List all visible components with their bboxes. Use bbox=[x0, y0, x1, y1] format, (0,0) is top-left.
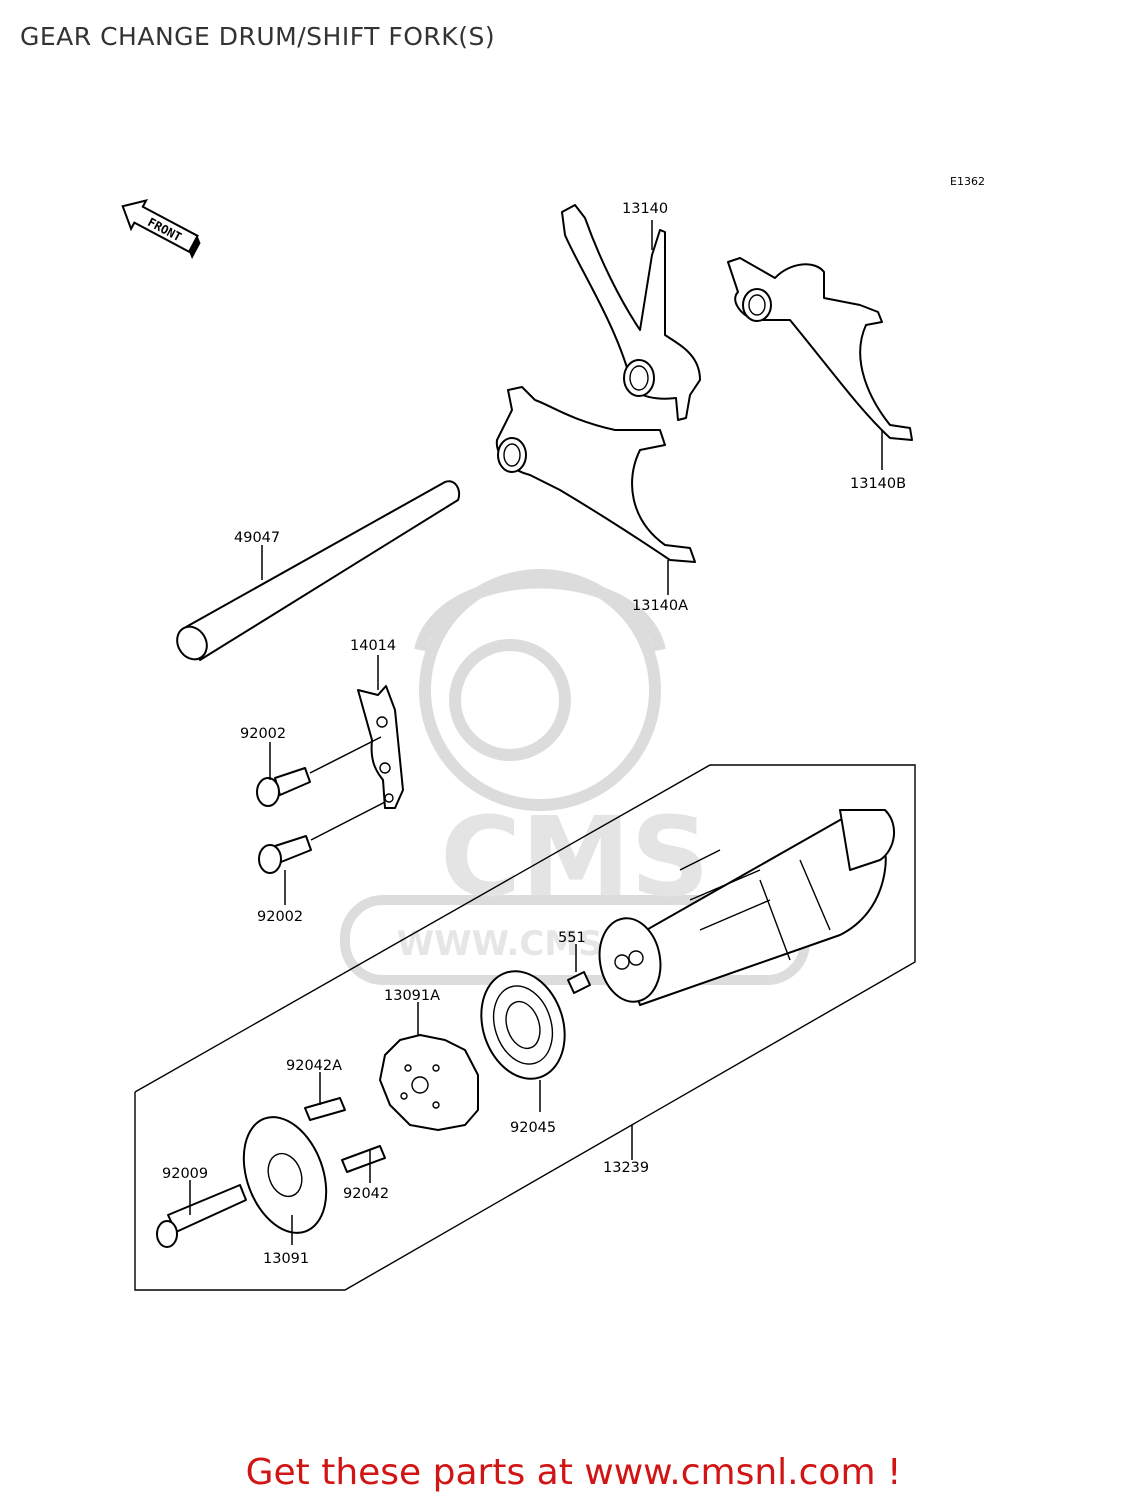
footer-promo-link[interactable]: Get these parts at www.cmsnl.com ! bbox=[245, 1452, 902, 1493]
gear-change-drum bbox=[598, 809, 896, 1006]
label-13239: 13239 bbox=[603, 1160, 649, 1176]
pin-92042 bbox=[341, 1145, 386, 1173]
label-13140b: 13140B bbox=[850, 476, 906, 492]
screw-92009 bbox=[156, 1184, 247, 1248]
bolt-92002-top bbox=[256, 736, 382, 807]
label-13091a: 13091A bbox=[384, 988, 440, 1004]
shift-rod-49047 bbox=[176, 480, 461, 661]
diagram-code: E1362 bbox=[950, 175, 985, 188]
exploded-parts-diagram: CMS WWW.CMSNL.COM E1362 FRONT bbox=[121, 175, 985, 1291]
label-92002-top: 92002 bbox=[240, 726, 286, 742]
page-title: GEAR CHANGE DRUM/SHIFT FORK(S) bbox=[20, 22, 496, 51]
pin-551 bbox=[567, 971, 591, 994]
label-49047: 49047 bbox=[234, 530, 280, 546]
shift-fork-13140 bbox=[561, 204, 701, 421]
label-92042: 92042 bbox=[343, 1186, 389, 1202]
label-13091: 13091 bbox=[263, 1251, 309, 1267]
bearing-92045 bbox=[480, 970, 566, 1080]
label-92009: 92009 bbox=[162, 1166, 208, 1182]
label-92042a: 92042A bbox=[286, 1058, 342, 1074]
part-labels: 13140 13140B 13140A 49047 14014 92002 92… bbox=[162, 201, 906, 1267]
stopper-plate-14014 bbox=[357, 685, 404, 809]
shift-fork-13140a bbox=[495, 386, 696, 563]
cam-13091a bbox=[379, 1034, 479, 1131]
label-13140: 13140 bbox=[622, 201, 668, 217]
leader-lines bbox=[189, 220, 883, 1245]
plate-13091 bbox=[242, 1116, 328, 1234]
pin-92042a bbox=[304, 1097, 346, 1121]
shift-fork-13140b bbox=[727, 257, 913, 441]
bolt-92002-bottom bbox=[258, 801, 386, 874]
watermark-brand: CMS bbox=[440, 793, 709, 921]
label-92002-bottom: 92002 bbox=[257, 909, 303, 925]
front-arrow-icon: FRONT bbox=[121, 199, 201, 259]
label-13140a: 13140A bbox=[632, 598, 688, 614]
drum-assembly-outline-13239 bbox=[134, 764, 916, 1291]
label-551: 551 bbox=[558, 930, 586, 946]
label-92045: 92045 bbox=[510, 1120, 556, 1136]
label-14014: 14014 bbox=[350, 638, 396, 654]
